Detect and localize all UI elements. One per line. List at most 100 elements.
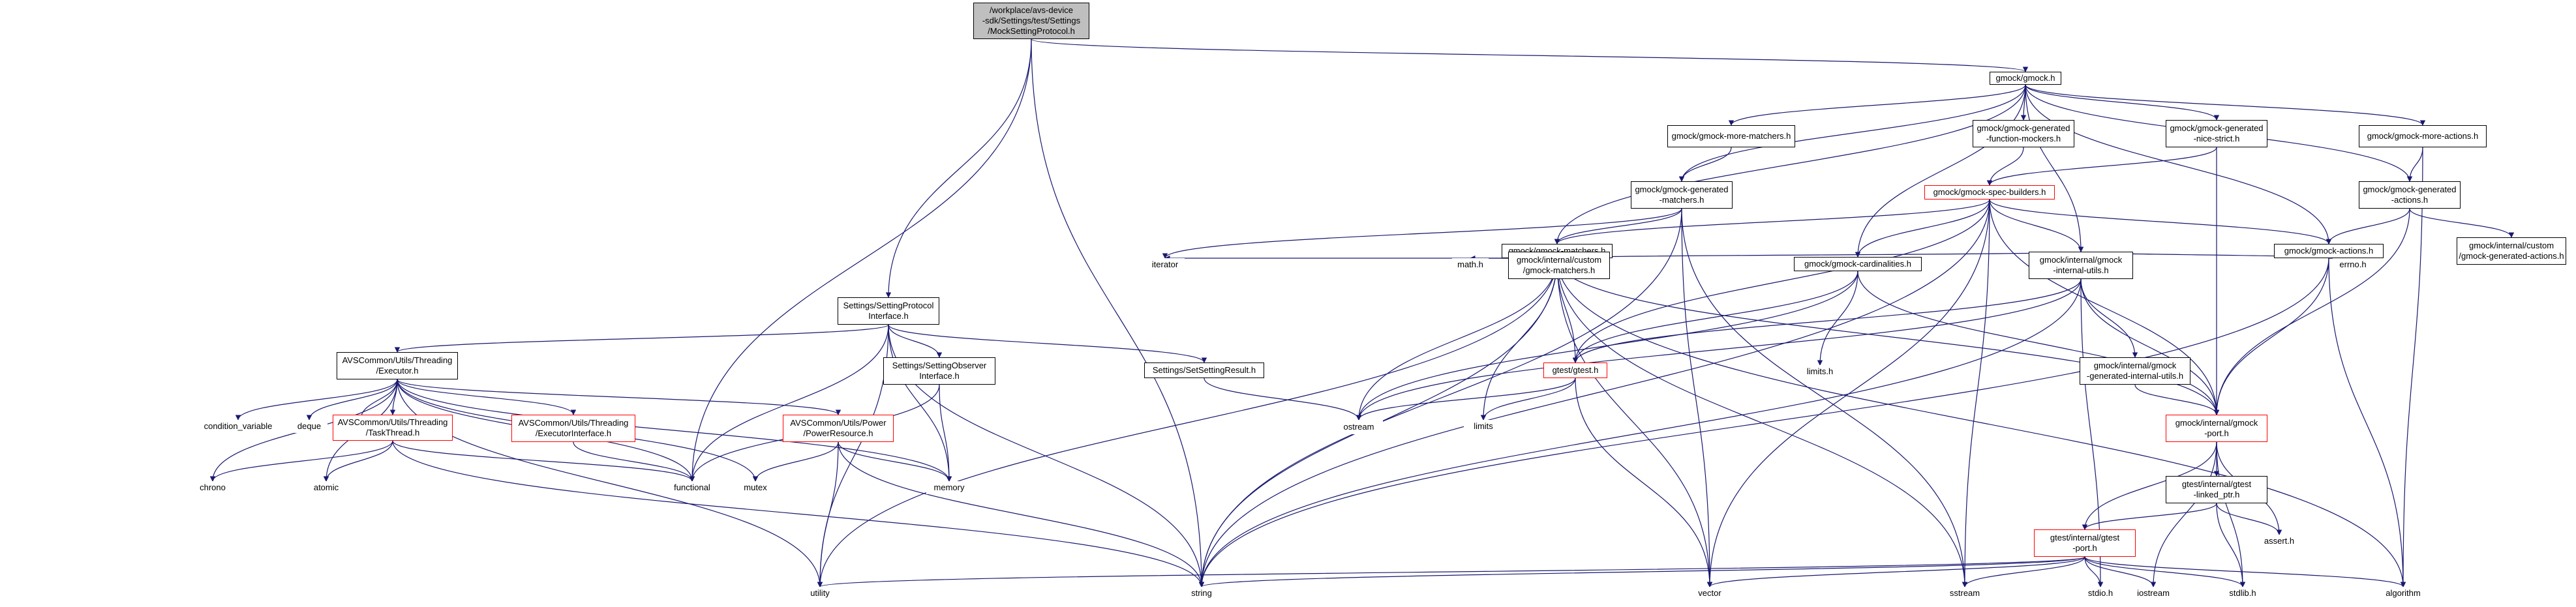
graph-node-functional: functional (667, 481, 718, 494)
edge-gtestPort-to-stdioh (2084, 556, 2104, 587)
edge-cardinalities-to-limitsh (1817, 271, 1858, 366)
graph-node-genActions[interactable]: gmock/gmock-generated -actions.h (2359, 181, 2461, 209)
edge-executor-to-condvar (235, 379, 398, 421)
graph-node-gmockPort[interactable]: gmock/internal/gmock -port.h (2166, 415, 2267, 442)
edge-gmockActions-to-string (1198, 258, 2329, 587)
graph-node-customMatchers[interactable]: gmock/internal/custom /gmock-matchers.h (1508, 252, 1610, 279)
edge-genActions-to-gmockActions (2326, 208, 2410, 244)
edge-setResult-to-ostream (1204, 378, 1362, 421)
edge-executor-to-execIface (397, 379, 577, 415)
edge-gmockMatchers-to-sstream (1556, 258, 1968, 587)
edge-root-to-string (1031, 38, 1205, 587)
edge-linkedPtr-to-stdlibh (2216, 503, 2246, 587)
edge-gtestPort-to-iostream (2084, 556, 2157, 587)
edge-genMatchers-to-sstream (1681, 208, 1968, 587)
graph-node-atomic: atomic (307, 481, 346, 494)
edge-genActions-to-customGenActions (2409, 208, 2515, 238)
edge-gmockMatchers-to-ostream (1356, 258, 1558, 421)
graph-node-gtestPort[interactable]: gtest/internal/gtest -port.h (2034, 529, 2136, 557)
graph-node-genMatchers[interactable]: gmock/gmock-generated -matchers.h (1631, 181, 1733, 209)
graph-node-mathh: math.h (1452, 258, 1489, 271)
edge-root-to-gmock (1031, 38, 2028, 72)
edge-gtestPort-to-vector (1706, 556, 2085, 587)
graph-node-asserth: assert.h (2258, 535, 2300, 548)
graph-node-genFuncMockers[interactable]: gmock/gmock-generated -function-mockers.… (1973, 120, 2074, 147)
graph-node-settingProtocol[interactable]: Settings/SettingProtocol Interface.h (838, 297, 939, 325)
edge-gmockActions-to-algorithm (2328, 258, 2406, 587)
edge-gmock-to-genNiceStrict (2025, 84, 2220, 121)
graph-node-errnoh: errno.h (2333, 258, 2373, 271)
graph-node-moreMatchers[interactable]: gmock/gmock-more-matchers.h (1667, 125, 1795, 147)
edge-specBuilders-to-gmockMatchers (1554, 199, 1990, 244)
graph-node-utility: utility (798, 587, 841, 600)
edge-gmockPort-to-gtestPort (2082, 441, 2217, 530)
edge-settingProtocol-to-functional (689, 324, 889, 482)
graph-node-limits: limits (1464, 420, 1503, 433)
graph-node-gmock[interactable]: gmock/gmock.h (1990, 72, 2061, 85)
graph-node-chrono: chrono (193, 481, 232, 494)
edge-linkedPtr-to-asserth (2216, 503, 2282, 535)
graph-node-specBuilders[interactable]: gmock/gmock-spec-builders.h (1924, 185, 2055, 200)
edge-gmock-to-internalUtils (2025, 84, 2084, 252)
graph-node-genNiceStrict[interactable]: gmock/gmock-generated -nice-strict.h (2166, 120, 2267, 147)
edge-internalUtils-to-gtest (1572, 278, 2082, 363)
edge-gtestPort-to-stdlibh (2084, 556, 2246, 587)
graph-node-powerRes[interactable]: AVSCommon/Utils/Power /PowerResource.h (783, 415, 894, 442)
edge-settingProtocol-to-memory (888, 324, 952, 482)
graph-node-ostream: ostream (1335, 420, 1383, 434)
edge-specBuilders-to-gmockActions (1989, 199, 2332, 244)
graph-node-executor[interactable]: AVSCommon/Utils/Threading /Executor.h (337, 352, 458, 379)
edge-gmockPort-to-stdlibh (2216, 441, 2246, 587)
edge-powerRes-to-mutex (752, 441, 839, 482)
edge-gmock-to-gmockMatchers (1554, 84, 2026, 244)
edge-gmockPort-to-iostream (2150, 441, 2217, 587)
edge-genMatchers-to-vector (1681, 208, 1713, 587)
graph-node-taskThread[interactable]: AVSCommon/Utils/Threading /TaskThread.h (333, 415, 453, 441)
graph-node-observer[interactable]: Settings/SettingObserver Interface.h (883, 357, 995, 385)
edge-executor-to-deque (306, 379, 398, 421)
edge-internalUtils-to-ostream (1356, 278, 2082, 421)
edge-gtestPort-to-algorithm (2084, 556, 2406, 587)
edge-executor-to-memory (397, 379, 952, 482)
edge-specBuilders-to-cardinalities (1855, 199, 1990, 258)
edge-gmockMatchers-to-utility (817, 258, 1558, 587)
edge-settingProtocol-to-setResult (888, 324, 1207, 363)
edge-gtestPort-to-sstream (1962, 556, 2085, 587)
edge-gmock-to-gmockActions (2025, 84, 2332, 244)
graph-node-customGenActions[interactable]: gmock/internal/custom /gmock-generated-a… (2457, 237, 2566, 265)
edge-genActions-to-gmockPort (2213, 208, 2410, 415)
edge-gmock-to-cardinalities (1855, 84, 2026, 258)
edge-genInternalUtils-to-gmockPort (2134, 384, 2220, 415)
graph-node-internalUtils[interactable]: gmock/internal/gmock -internal-utils.h (2029, 252, 2133, 279)
edge-specBuilders-to-gtest (1572, 199, 1990, 363)
edge-gtest-to-limits (1480, 378, 1576, 421)
graph-node-vector: vector (1690, 587, 1730, 600)
edge-gmockMatchers-to-gmockPort (1556, 258, 2220, 415)
graph-node-gmockActions[interactable]: gmock/gmock-actions.h (2274, 244, 2384, 258)
graph-node-gtest[interactable]: gtest/gtest.h (1543, 363, 1607, 378)
graph-node-cardinalities[interactable]: gmock/gmock-cardinalities.h (1794, 257, 1922, 271)
edge-specBuilders-to-sstream (1962, 199, 1990, 587)
edge-gtest-to-ostream (1356, 378, 1576, 421)
graph-node-setResult[interactable]: Settings/SetSettingResult.h (1144, 363, 1264, 378)
edge-gmockMatchers-to-algorithm (1556, 258, 2406, 587)
edge-genMatchers-to-gmockMatchers (1554, 208, 1682, 244)
graph-node-sstream: sstream (1943, 587, 1987, 600)
graph-node-genInternalUtils[interactable]: gmock/internal/gmock -generated-internal… (2080, 357, 2190, 385)
edge-observer-to-memory (939, 384, 952, 482)
edge-gmock-to-moreActions (2025, 84, 2426, 126)
edge-taskThread-to-string (392, 440, 1205, 587)
edge-taskThread-to-chrono (209, 440, 393, 482)
graph-node-deque: deque (291, 420, 327, 433)
graph-node-root[interactable]: /workplace/avs-device -sdk/Settings/test… (973, 3, 1089, 39)
edge-root-to-functional (689, 38, 1032, 482)
graph-node-linkedPtr[interactable]: gtest/internal/gtest -linked_ptr.h (2166, 476, 2267, 503)
edge-linkedPtr-to-gtestPort (2082, 503, 2217, 530)
edge-genFuncMockers-to-specBuilders (1986, 147, 2024, 186)
edge-specBuilders-to-gmockPort (1989, 199, 2220, 415)
graph-node-execIface[interactable]: AVSCommon/Utils/Threading /ExecutorInter… (511, 415, 635, 442)
edge-powerRes-to-memory (838, 441, 952, 482)
graph-node-limitsh: limits.h (1800, 365, 1840, 378)
graph-node-moreActions[interactable]: gmock/gmock-more-actions.h (2359, 125, 2487, 147)
